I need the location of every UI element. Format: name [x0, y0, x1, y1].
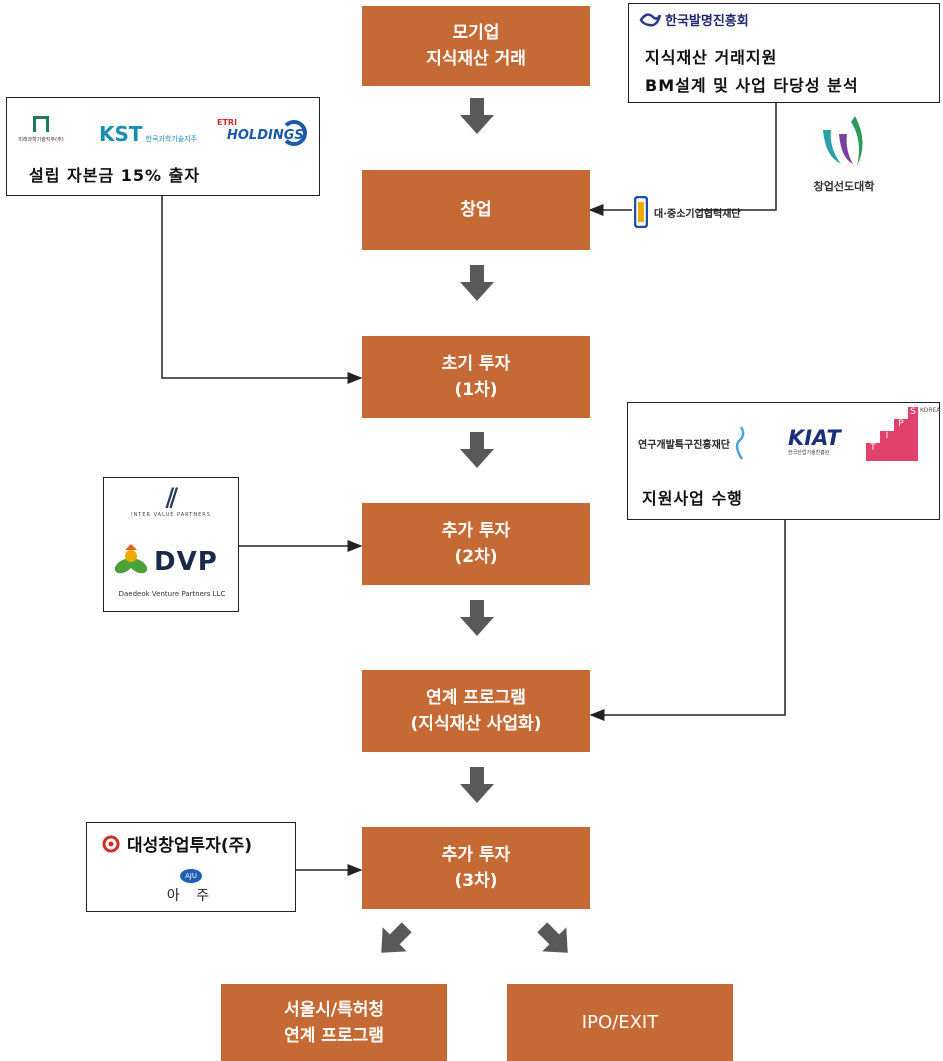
step-linked-program: 연계 프로그램 (지식재산 사업화): [362, 670, 590, 752]
aju-logo: AJU 아 주: [87, 863, 295, 905]
step-seoul-kipo-program-line2: 연계 프로그램: [284, 1025, 384, 1046]
dvp-logo-text: DVP: [154, 547, 218, 577]
kipa-line2: BM설계 및 사업 타당성 분석: [645, 76, 859, 95]
mirae-holdings-text: 미래과학기술지주(주): [18, 137, 64, 143]
kipa-line1: 지식재산 거래지원: [645, 48, 778, 67]
step-parent-ip-trade-line1: 모기업: [452, 23, 500, 43]
kiat-logo: KIAT 한국산업기술진흥원: [788, 427, 841, 456]
etri-logo-text: ETRI: [217, 118, 238, 127]
step-third-investment-line1: 추가 투자: [441, 845, 511, 865]
diagonal-left-arrow-icon: [381, 922, 412, 953]
line-founders-to-initial: [161, 196, 363, 384]
tips-korea-logo: T I P S KOREA: [866, 407, 940, 463]
step-parent-ip-trade-line2: 지식재산 거래: [426, 49, 526, 69]
innopolis-logo-icon: [735, 426, 745, 460]
line-kipa-to-startup: [697, 103, 777, 211]
step-linked-program-line2: (지식재산 사업화): [410, 714, 542, 734]
step-startup-label: 창업: [460, 200, 492, 220]
step-second-investment-line2: (2차): [454, 547, 498, 567]
tips-letter-s: S: [908, 407, 918, 461]
step-seoul-kipo-program-line1: 서울시/특허청: [283, 999, 385, 1020]
step-parent-ip-trade: 모기업 지식재산 거래: [362, 6, 590, 86]
down-arrow-icon: [460, 767, 494, 803]
daesung-logo: 대성창업투자(주): [101, 831, 252, 856]
step-ipo-exit-label: IPO/EXIT: [581, 1011, 659, 1033]
line-support-to-program: [589, 520, 786, 721]
down-arrow-icon: [460, 265, 494, 301]
aju-logo-text: 아 주: [166, 888, 216, 904]
university-logo-icon: [823, 116, 863, 166]
innopolis-logo: 연구개발특구진흥재단: [638, 425, 748, 461]
tips-letter-p: P: [894, 419, 908, 461]
etri-holdings-logo: ETRI HOLDINGS: [215, 118, 307, 152]
kipa-logo-text: 한국발명진흥회: [665, 14, 749, 29]
kipa-logo: 한국발명진흥회: [639, 10, 749, 29]
kst-logo: KST 한국과학기술지주: [99, 122, 197, 146]
kipa-support-box: 한국발명진흥회 지식재산 거래지원 BM설계 및 사업 타당성 분석: [628, 3, 940, 103]
step-initial-investment: 초기 투자 (1차): [362, 336, 590, 418]
step-third-investment: 추가 투자 (3차): [362, 827, 590, 909]
mirae-holdings-logo: 미래과학기술지주(주): [15, 116, 67, 143]
step-second-investment: 추가 투자 (2차): [362, 503, 590, 585]
dvp-flower-icon: [114, 544, 148, 574]
kst-logo-text: KST: [99, 122, 143, 146]
step-initial-investment-line1: 초기 투자: [441, 354, 511, 374]
kiat-logo-text: KIAT: [788, 426, 841, 450]
kipa-logo-icon: [639, 12, 661, 27]
innopolis-logo-text: 연구개발특구진흥재단: [638, 439, 730, 451]
step-seoul-kipo-program: 서울시/특허청 연계 프로그램: [221, 984, 447, 1061]
ivp-logo-text: INTER VALUE PARTNERS: [131, 512, 211, 518]
down-arrow-icon: [460, 432, 494, 468]
diagonal-right-arrow-icon: [537, 922, 568, 953]
tips-letter-t: T: [866, 443, 880, 461]
ivp-logo-mark: ⫽: [166, 484, 178, 514]
founders-caption: 설립 자본금 15% 출자: [29, 166, 201, 185]
daesung-logo-text: 대성창업투자(주): [127, 836, 253, 856]
step-startup: 창업: [362, 170, 590, 250]
down-arrow-icon: [460, 98, 494, 134]
cooperation-foundation-logo: 대·중소기업협력재단: [634, 196, 741, 228]
startup-leading-university-logo: 창업선도대학: [806, 112, 882, 202]
vc-box-daesung-aju: 대성창업투자(주) AJU 아 주: [86, 822, 296, 912]
tips-korea-text: KOREA: [920, 407, 941, 414]
university-label: 창업선도대학: [813, 180, 875, 193]
step-linked-program-line1: 연계 프로그램: [426, 688, 526, 708]
founding-shareholders-box: 미래과학기술지주(주) KST 한국과학기술지주 ETRI HOLDINGS 설…: [6, 97, 320, 196]
dvp-logo-sub: Daedeok Venture Partners LLC: [118, 590, 226, 598]
step-third-investment-line2: (3차): [454, 871, 498, 891]
kiat-logo-sub: 한국산업기술진흥원: [788, 450, 830, 456]
step-second-investment-line1: 추가 투자: [441, 521, 511, 541]
down-arrow-icon: [460, 600, 494, 636]
foundation-label: 대·중소기업협력재단: [654, 208, 741, 220]
aju-badge: AJU: [180, 869, 202, 883]
ivp-logo: ⫽ INTER VALUE PARTNERS: [104, 486, 238, 518]
kst-logo-sub: 한국과학기술지주: [145, 135, 198, 143]
daesung-logo-icon: [102, 835, 120, 852]
dvp-logo: DVP: [112, 544, 218, 580]
foundation-logo-icon: [634, 196, 648, 228]
step-initial-investment-line2: (1차): [454, 380, 498, 400]
tips-letter-i: I: [880, 431, 894, 461]
support-agencies-box: 연구개발특구진흥재단 KIAT 한국산업기술진흥원 T I P S KOREA …: [627, 402, 940, 520]
step-ipo-exit: IPO/EXIT: [507, 984, 733, 1061]
vc-box-ivp-dvp: ⫽ INTER VALUE PARTNERS DVP Daedeok Ventu…: [103, 477, 239, 612]
support-caption: 지원사업 수행: [642, 489, 743, 508]
